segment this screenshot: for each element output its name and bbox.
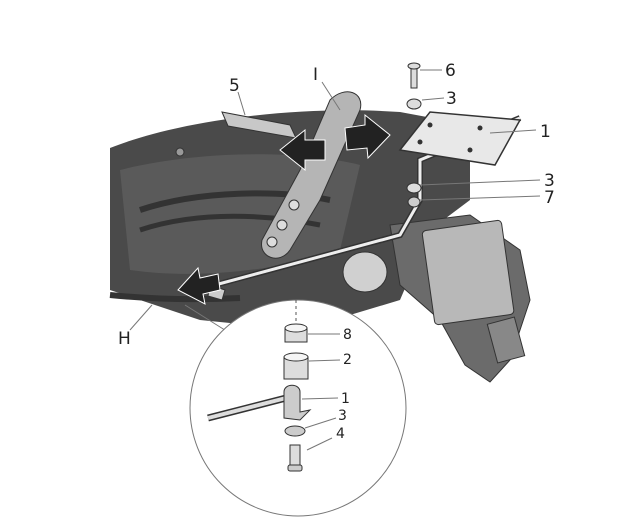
callout-3-top: 3 bbox=[446, 89, 457, 109]
callout-7: 7 bbox=[544, 188, 555, 208]
detail-callout-2: 2 bbox=[343, 352, 352, 368]
callout-3-mid: 3 bbox=[544, 171, 555, 191]
detail-callout-1: 1 bbox=[341, 391, 350, 407]
seat-bracket-part bbox=[175, 111, 297, 157]
detail-callout-8: 8 bbox=[343, 327, 352, 343]
detail-callout-3: 3 bbox=[338, 408, 347, 424]
callout-1: 1 bbox=[540, 122, 551, 142]
callout-H: H bbox=[118, 329, 131, 349]
detail-view: 8 2 1 3 4 bbox=[184, 299, 407, 517]
direction-arrows bbox=[177, 113, 391, 305]
callout-5: 5 bbox=[229, 76, 240, 96]
detail-callout-4: 4 bbox=[336, 426, 345, 442]
callouts: 5 I 6 3 1 3 7 H bbox=[118, 61, 555, 349]
grab-handle-part bbox=[261, 91, 362, 259]
callout-I: I bbox=[313, 65, 318, 85]
rack-frame-part bbox=[207, 62, 522, 301]
callout-6: 6 bbox=[445, 61, 456, 81]
